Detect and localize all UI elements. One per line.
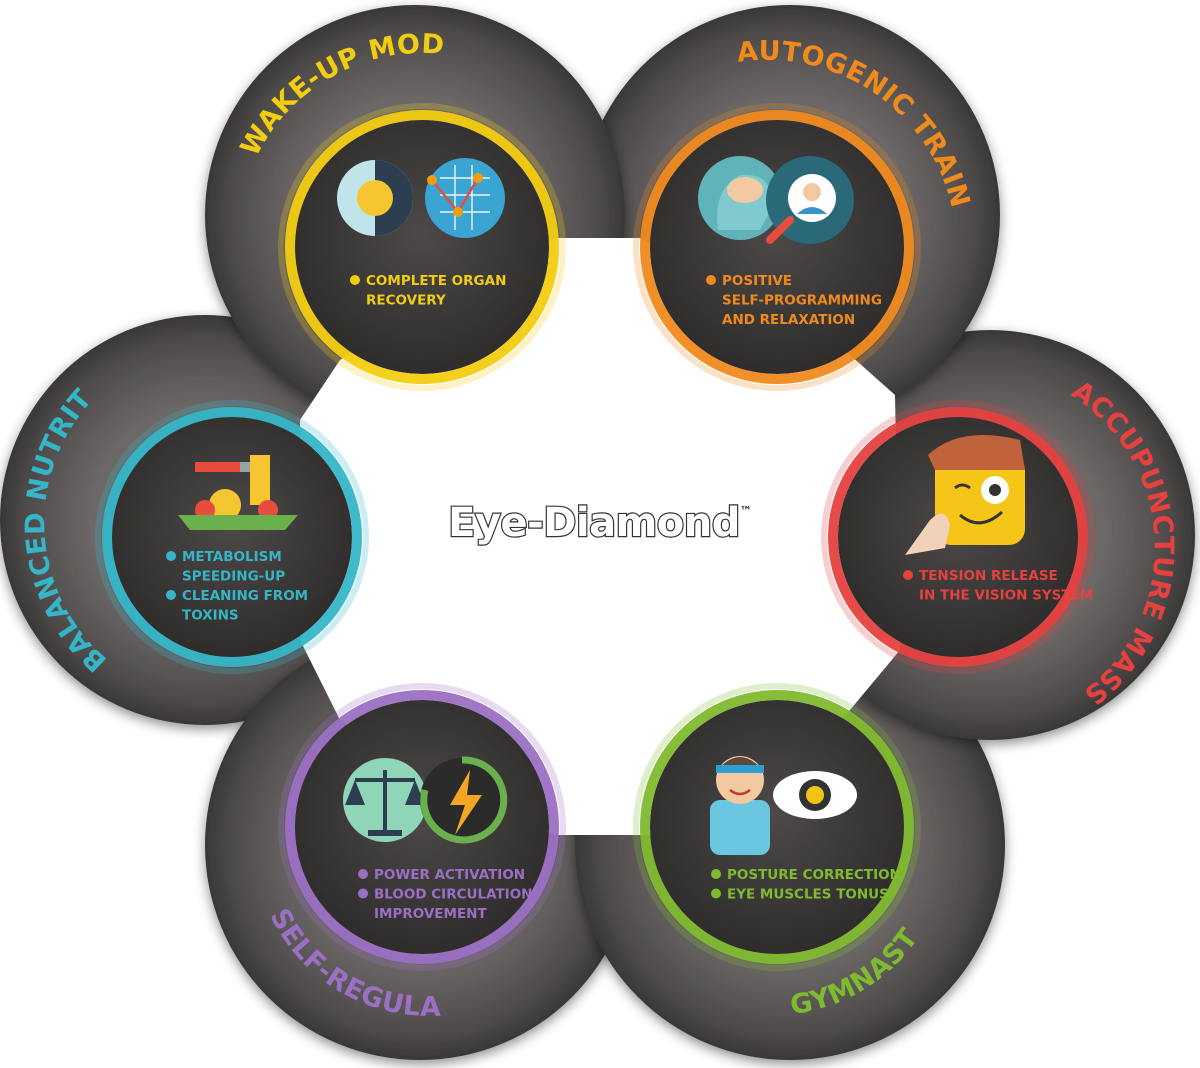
bullet-dot (358, 869, 368, 879)
brand-trademark: ™ (739, 504, 752, 518)
bullet-dot (166, 590, 176, 600)
sun-and-graph-icon (337, 158, 505, 238)
disc-wake-up-mode (278, 103, 566, 391)
bullet-dot (706, 275, 716, 285)
module-bullets: COMPLETE ORGAN RECOVERY POSITIVE SELF-PROGR… (166, 273, 1093, 922)
scales-and-energy-icon (343, 756, 508, 844)
bullet-text-accupuncture-massage: TENSION RELEASE (919, 568, 1058, 584)
brand-name: Eye-Diamond (447, 499, 742, 547)
bullet-dot (711, 888, 721, 899)
bullet-text-wake-up-mode: COMPLETE ORGAN (366, 273, 506, 289)
disc-fill-wake-up-mode (295, 120, 549, 374)
bullet-text-autogenic-training: AND RELAXATION (722, 312, 855, 328)
disc-ring-autogenic-training (640, 110, 914, 384)
disc-halo-autogenic-training (633, 103, 921, 391)
bullet-text-autogenic-training: POSITIVE (722, 273, 792, 289)
bullet-text-balanced-nutrition: METABOLISM (182, 549, 282, 565)
disc-halo-gymnastics (633, 683, 921, 971)
bullet-dot (166, 551, 176, 561)
bullet-text-accupuncture-massage: IN THE VISION SYSTEM (919, 588, 1093, 604)
brain-and-magnifier-icon (698, 156, 854, 244)
bullet-text-balanced-nutrition: SPEEDING-UP (182, 569, 285, 585)
disc-self-regulation (278, 683, 566, 971)
disc-gymnastics (633, 683, 921, 971)
bullet-text-self-regulation: BLOOD CIRCULATION (374, 887, 532, 903)
bullet-text-self-regulation: POWER ACTIVATION (374, 867, 525, 883)
disc-fill-autogenic-training (650, 120, 904, 374)
food-plate-icon (178, 455, 298, 530)
disc-ring-wake-up-mode (285, 110, 559, 384)
athlete-and-eye-icon (710, 756, 857, 855)
bullet-text-gymnastics: EYE MUSCLES TONUS (727, 887, 889, 903)
disc-balanced-nutrition (95, 400, 369, 674)
brand-logo: Eye-Diamond™ (440, 499, 760, 547)
disc-ring-gymnastics (640, 690, 914, 964)
disc-halo-balanced-nutrition (95, 400, 369, 674)
disc-autogenic-training (633, 103, 921, 391)
disc-halo-wake-up-mode (278, 103, 566, 391)
disc-ring-accupuncture-massage (828, 407, 1088, 667)
bullet-dot (358, 888, 368, 899)
bullet-dot (711, 869, 721, 879)
bullet-text-gymnastics: POSTURE CORRECTION (727, 867, 901, 883)
disc-halo-accupuncture-massage (821, 400, 1095, 674)
bullet-dot (350, 275, 360, 285)
bullet-dot (903, 570, 913, 580)
bullet-text-autogenic-training: SELF-PROGRAMMING (722, 293, 882, 309)
disc-ring-self-regulation (285, 690, 559, 964)
bullet-text-balanced-nutrition: CLEANING FROM (182, 588, 308, 604)
face-massage-icon (905, 435, 1025, 555)
bullet-text-balanced-nutrition: TOXINS (182, 608, 239, 624)
disc-halo-self-regulation (278, 683, 566, 971)
disc-ring-balanced-nutrition (102, 407, 362, 667)
bullet-text-self-regulation: IMPROVEMENT (374, 906, 487, 922)
bullet-text-wake-up-mode: RECOVERY (366, 293, 446, 309)
disc-fill-gymnastics (650, 700, 904, 954)
